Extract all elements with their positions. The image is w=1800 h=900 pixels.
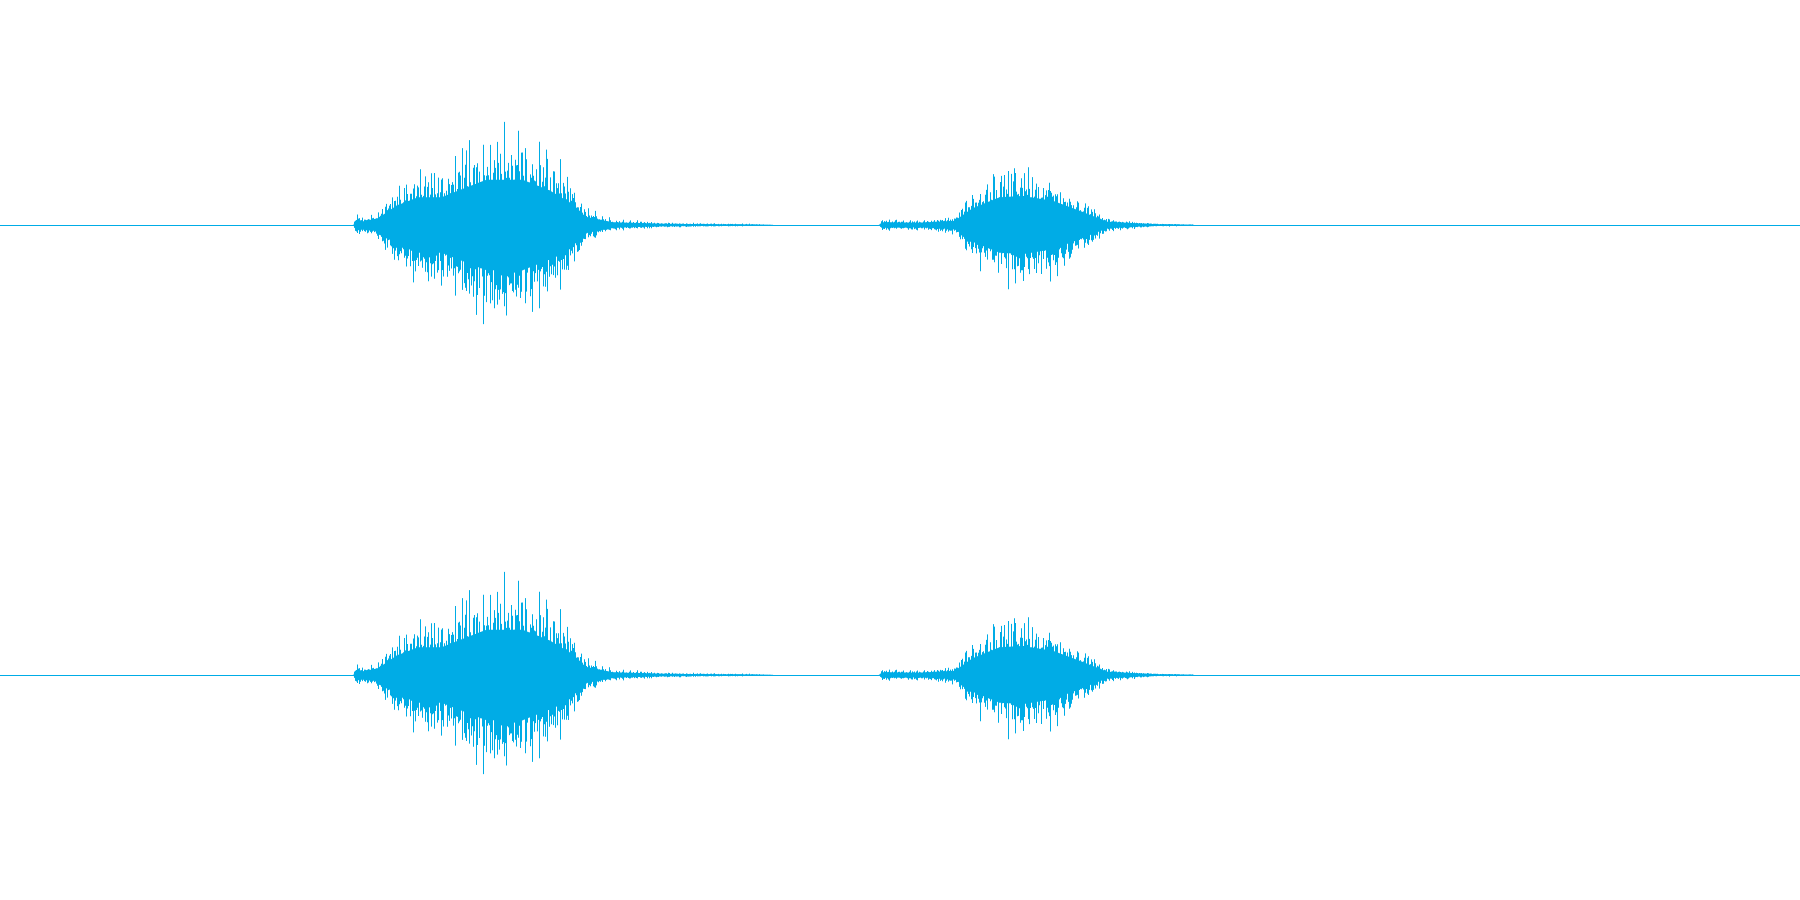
waveform-channel-2 xyxy=(0,571,1800,775)
waveform-signal-core xyxy=(352,629,1195,721)
waveform-signal-core xyxy=(352,179,1195,271)
waveform-channel-1 xyxy=(0,121,1800,325)
